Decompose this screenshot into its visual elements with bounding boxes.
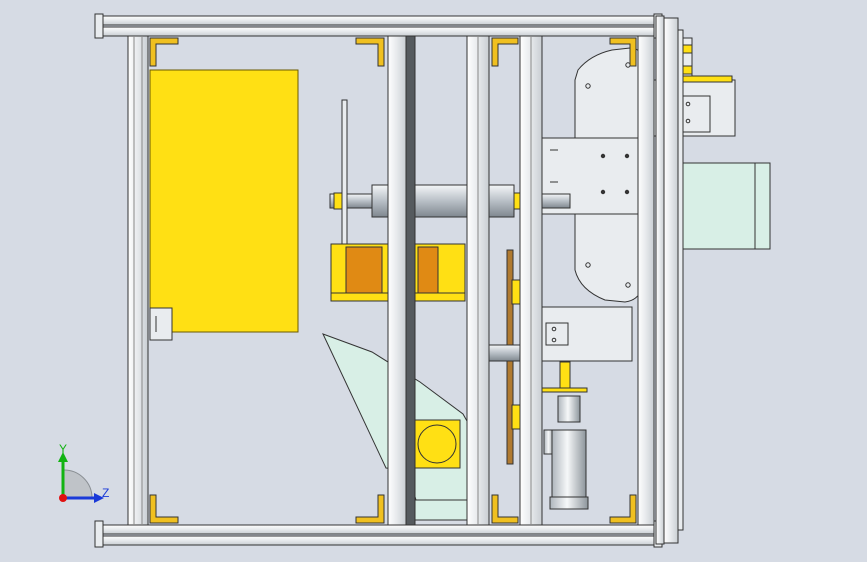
y-axis-label: Y xyxy=(59,442,67,456)
small-gearmotor[interactable] xyxy=(413,419,461,469)
motor-body[interactable] xyxy=(679,162,771,250)
cylinder-bracket[interactable] xyxy=(541,306,633,362)
triad-quadrant xyxy=(62,469,93,499)
support-rod[interactable] xyxy=(341,99,348,249)
aluminum-frame[interactable] xyxy=(94,13,684,548)
z-axis-label: Z xyxy=(102,486,109,500)
pneumatic-cylinder[interactable] xyxy=(541,361,589,510)
z-axis-arrowhead xyxy=(94,493,104,503)
yellow-enclosure[interactable] xyxy=(149,69,299,341)
x-axis-dot xyxy=(59,494,67,502)
y-axis-arrowhead xyxy=(58,452,68,462)
coordinate-triad: Y Z xyxy=(58,442,109,503)
